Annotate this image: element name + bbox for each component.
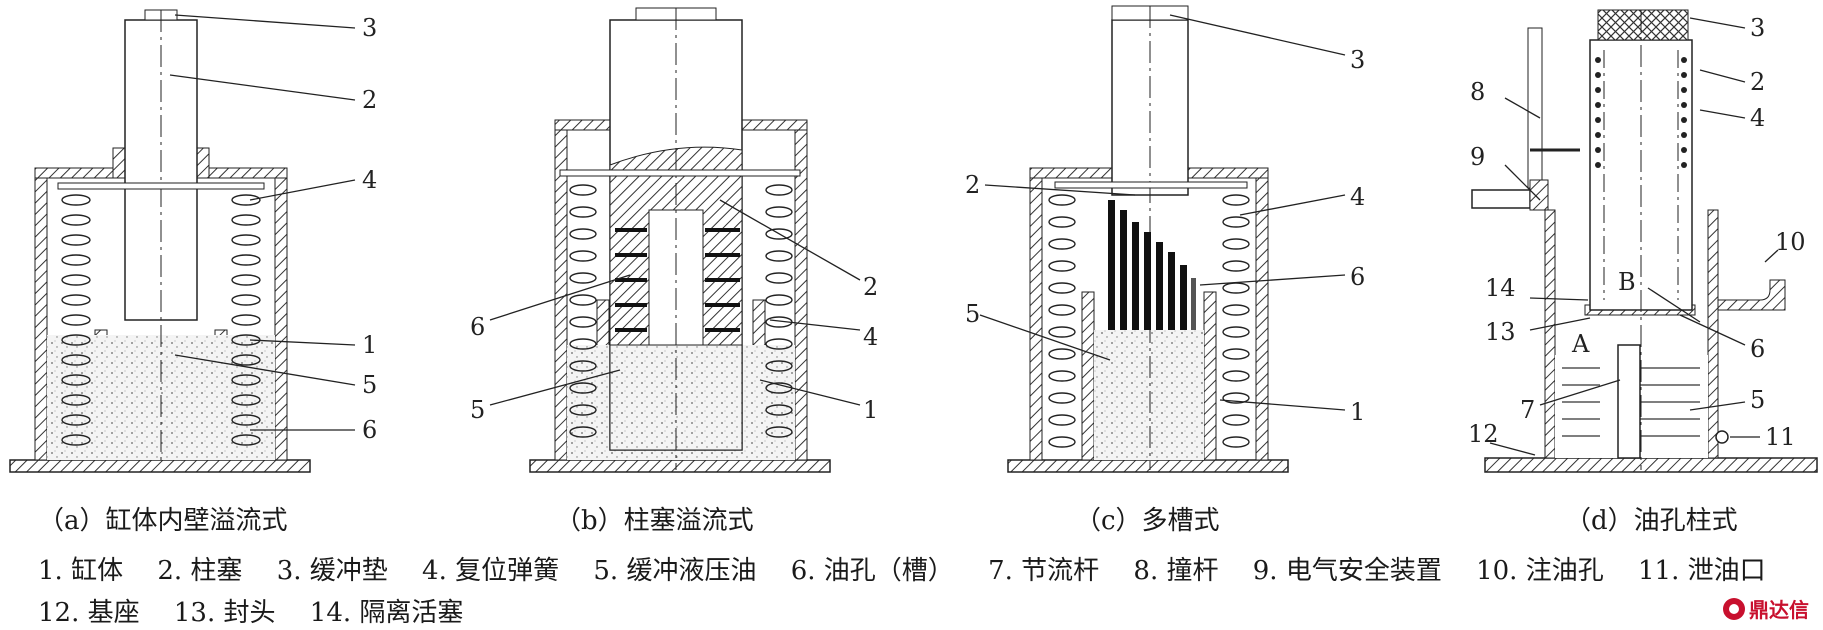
callout-a-3: 3 [362,14,377,42]
legend-item: 11. 泄油口 [1637,556,1766,586]
callout-a-2: 2 [362,86,377,114]
base-b [529,459,831,473]
spring-plate-a [57,182,265,190]
inner-right-tube-c [1203,291,1217,461]
spring-right-a [231,194,261,446]
callout-d-14: 14 [1485,274,1516,302]
callout-d-9: 9 [1470,143,1485,171]
oil-grooves-b [615,228,740,332]
callout-d-8: 8 [1470,78,1485,106]
callout-b-6: 6 [470,313,485,341]
spring-left-c [1048,194,1076,448]
diagram-d: 3 8 2 4 9 10 B 14 13 6 A 5 7 12 11 [1468,9,1818,473]
base-d [1484,457,1818,473]
caption-b: （b）柱塞溢流式 [555,506,754,536]
callout-c-1: 1 [1350,398,1365,426]
diagram-c: 3 2 4 6 5 1 [965,5,1365,473]
spring-plate-b [559,169,801,177]
oil-lines-d [1562,367,1700,437]
callout-d-12: 12 [1468,420,1499,448]
inner-left-tube-c [1081,291,1095,461]
legend-item: 12. 基座 [38,598,140,628]
diagram-a: 3 2 4 1 5 6 [9,9,377,473]
legend-item: 4. 复位弹簧 [422,556,560,586]
callout-c-5: 5 [965,300,980,328]
spring-plate-c [1054,181,1248,189]
cylinder-left-wall-d [1544,209,1556,459]
callout-d-6: 6 [1750,335,1765,363]
stepped-slots-c [1108,200,1196,330]
callout-d-11: 11 [1765,423,1796,451]
buffer-pad-d [1597,9,1689,41]
cylinder-right-wall-a [274,167,288,461]
callout-a-1: 1 [362,331,377,359]
callout-d-4: 4 [1750,104,1765,132]
logo-text: 鼎达信 [1749,598,1809,622]
callout-d-B: B [1618,268,1636,296]
caption-a: （a）缸体内壁溢流式 [38,506,288,536]
striker-rod-d [1527,27,1543,189]
callout-d-5: 5 [1750,386,1765,414]
callout-d-3: 3 [1750,14,1765,42]
callout-d-10: 10 [1775,228,1806,256]
drain-port-d [1715,430,1729,444]
spring-right-c [1222,194,1250,448]
legend-item: 7. 节流杆 [988,556,1100,586]
cylinder-right-wall-d [1707,209,1719,459]
callout-d-2: 2 [1750,68,1765,96]
caption-d: （d）油孔柱式 [1565,506,1738,536]
spring-d [1595,57,1687,168]
logo: 鼎达信 [1723,594,1809,623]
callout-a-4: 4 [362,166,377,194]
callout-c-3: 3 [1350,46,1365,74]
callout-c-4: 4 [1350,183,1365,211]
legend-item: 8. 撞杆 [1133,556,1219,586]
base-a [9,459,311,473]
callout-a-6: 6 [362,416,377,444]
spring-right-b [765,184,793,438]
legend-line-2: 12. 基座 13. 封头 14. 隔离活塞 [38,592,489,629]
legend-item: 1. 缸体 [38,556,124,586]
cylinder-left-wall-a [34,167,48,461]
callout-d-7: 7 [1520,396,1535,424]
spring-left-a [61,194,91,446]
legend-item: 13. 封头 [173,598,276,628]
callout-b-5: 5 [470,396,485,424]
legend-line-1: 1. 缸体 2. 柱塞 3. 缓冲垫 4. 复位弹簧 5. 缓冲液压油 6. 油… [38,550,1766,587]
legend-item: 3. 缓冲垫 [276,556,388,586]
legend-item: 5. 缓冲液压油 [593,556,757,586]
throttle-rod-d [1617,344,1641,459]
cylinder-left-wall-c [1029,167,1043,461]
callout-b-1: 1 [863,396,878,424]
diagram-b: 2 6 4 5 1 [470,7,878,473]
caption-c: （c）多槽式 [1075,506,1220,536]
logo-icon [1723,597,1745,620]
legend-item: 2. 柱塞 [157,556,243,586]
oil-fill-port-d [1717,279,1786,311]
legend-item: 10. 注油孔 [1476,556,1604,586]
callout-d-A: A [1571,330,1590,358]
legend-item: 14. 隔离活塞 [309,598,464,628]
oil-c [1094,330,1204,460]
legend-item: 9. 电气安全装置 [1252,556,1442,586]
callout-a-5: 5 [362,371,377,399]
callout-b-2: 2 [863,273,878,301]
legend-item: 6. 油孔（槽） [790,556,954,586]
callout-d-13: 13 [1485,318,1516,346]
callout-c-6: 6 [1350,263,1365,291]
spring-left-b [569,184,597,438]
callout-c-2: 2 [965,171,980,199]
base-c [1007,459,1289,473]
callout-b-4: 4 [863,323,878,351]
buffer-diagrams: 3 2 4 1 5 6 [9,5,1818,473]
safety-device-d [1471,189,1531,209]
